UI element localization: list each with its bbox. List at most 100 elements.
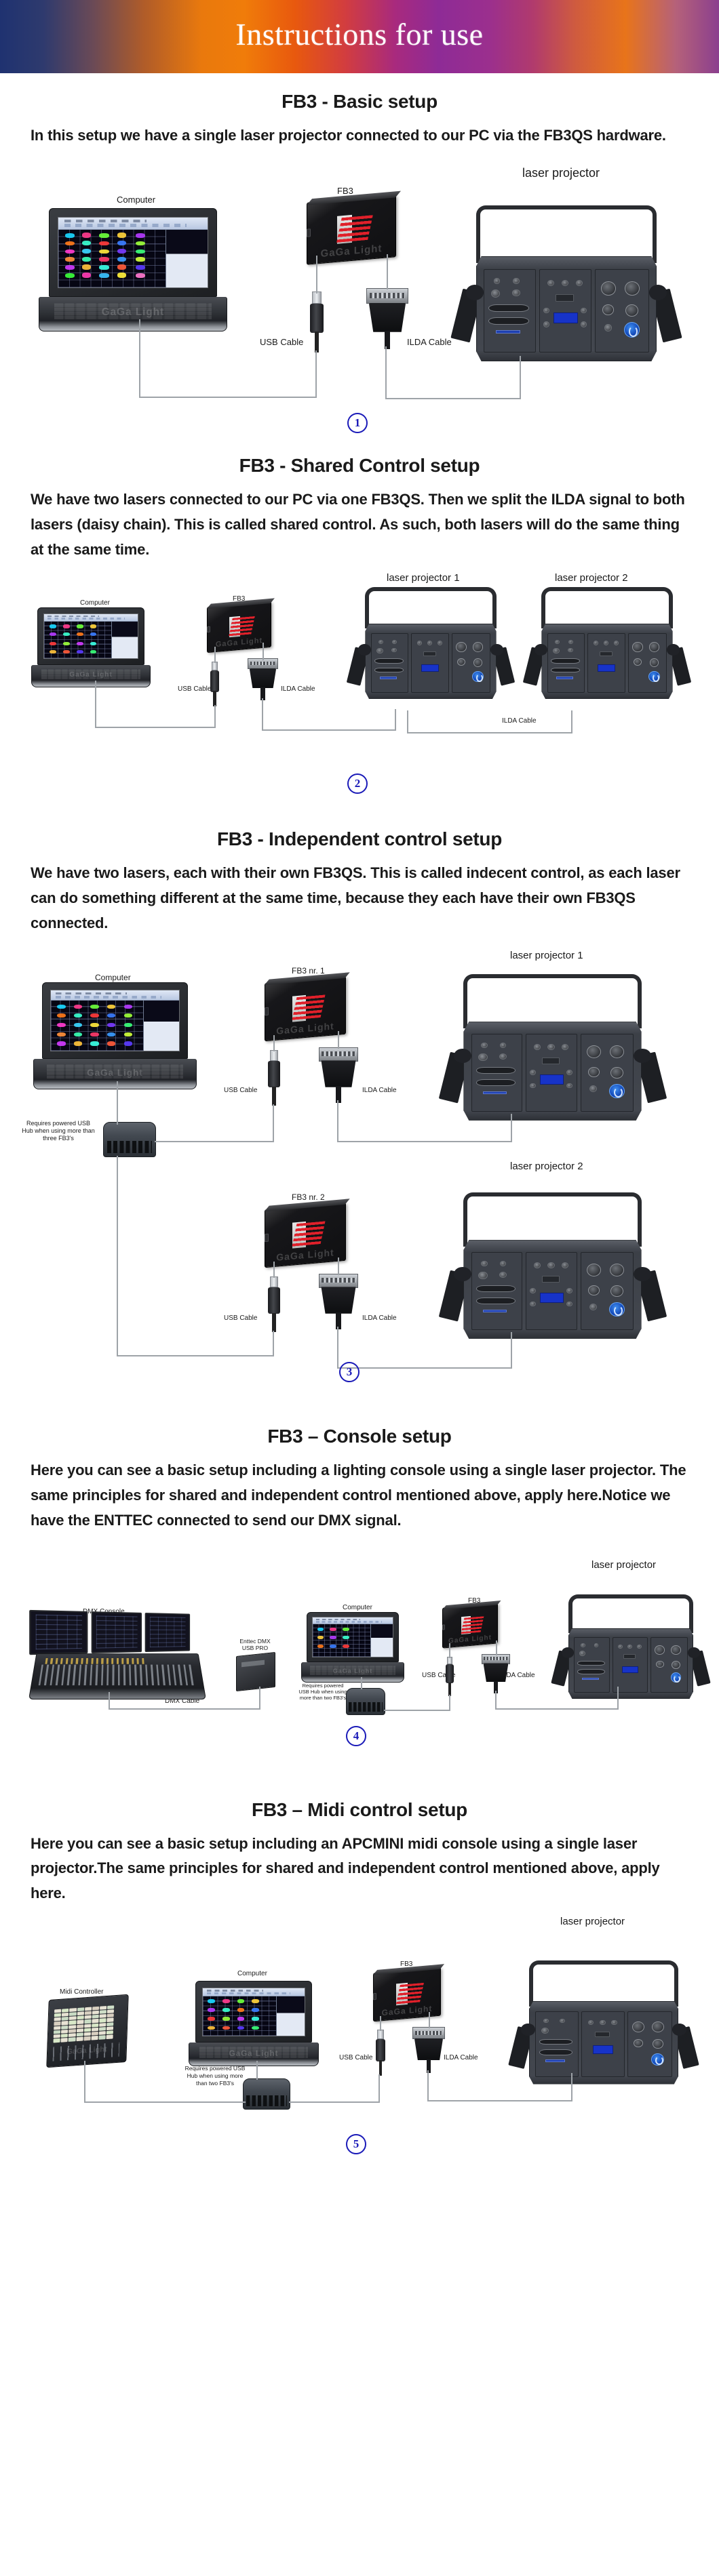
projector-housing: [475, 256, 657, 361]
wire-projector1-out: [407, 710, 408, 733]
label-usb-hub-note: Requires powered USB Hub when using more…: [22, 1119, 95, 1142]
console-monitor-2: [91, 1611, 142, 1653]
wire-midi-to-hub: [84, 2101, 246, 2104]
laser-projector: [551, 1594, 711, 1708]
wire-usb-1-down: [273, 1104, 274, 1142]
ilda-connector: [412, 2027, 445, 2074]
power-button[interactable]: [609, 1083, 625, 1099]
wire-ilda-to-projector: [495, 1708, 619, 1710]
dmx-in-connector: [586, 1045, 601, 1059]
label-computer: Computer: [237, 1970, 267, 1978]
laptop-lid: [49, 207, 217, 297]
console-fader-deck[interactable]: [28, 1653, 206, 1699]
dmx-out-connector: [609, 1045, 625, 1059]
label-usb-cable: USB Cable: [422, 1671, 456, 1679]
step-number-2: 2: [347, 773, 368, 794]
fb3-body: GaGa Light: [306, 190, 401, 265]
projector-yoke: [475, 205, 657, 268]
label-laser-projector-2: laser projector 2: [555, 571, 628, 584]
fb3-device: GaGa Light: [372, 1964, 445, 2022]
wire-computer-down: [139, 319, 140, 398]
wire-fb3-to-usb: [449, 1643, 450, 1658]
wire-fb3-2-to-ilda: [338, 1257, 339, 1275]
fb3-watermark: GaGa Light: [276, 1020, 334, 1037]
section-body-shared: We have two lasers connected to our PC v…: [31, 490, 685, 558]
midi-controller[interactable]: GaGa Light: [46, 1994, 129, 2068]
projector-panel-left: [484, 269, 536, 353]
diagram-basic-setup: laser projector Computer FB3 USB Cable I…: [0, 152, 719, 437]
wire-usb-down: [378, 2074, 380, 2104]
projector-lcd-display: [421, 664, 439, 672]
power-button[interactable]: [472, 670, 484, 683]
usb-connector: [209, 661, 220, 706]
label-fb3: FB3: [337, 185, 353, 196]
wire-fb3-to-ilda: [496, 1640, 497, 1655]
projector-lcd-display: [539, 1293, 564, 1303]
power-button[interactable]: [609, 1302, 625, 1317]
wire-dmx-cable: [109, 1708, 260, 1710]
wire-hub-to-usb: [289, 2101, 380, 2104]
wire-projector2-in: [571, 710, 572, 733]
wire-fb3-2-to-usb: [273, 1261, 275, 1278]
section-title-independent: FB3 - Independent control setup: [216, 828, 503, 849]
label-dmx-cable: DMX Cable: [165, 1697, 200, 1705]
power-button[interactable]: [670, 1672, 682, 1683]
label-ilda-cable: ILDA Cable: [281, 685, 315, 693]
fb3-device: GaGa Light: [206, 598, 275, 653]
label-usb-cable-1: USB Cable: [224, 1086, 258, 1094]
fb3-watermark: GaGa Light: [448, 1633, 492, 1645]
power-button[interactable]: [648, 670, 661, 683]
label-usb-cable: USB Cable: [178, 685, 212, 693]
software-cue-grid: [58, 229, 166, 287]
step-number-5: 5: [346, 2134, 366, 2155]
wire-fb3-to-usb: [214, 646, 216, 663]
fb3-device-2: GaGa Light: [264, 1198, 351, 1268]
usb-connector: [309, 291, 325, 353]
laptop-screen: [58, 217, 208, 288]
midi-pad-grid[interactable]: [53, 2005, 115, 2043]
key-switch: [602, 304, 615, 315]
power-button[interactable]: [651, 2053, 665, 2066]
page-title: Instructions for use: [235, 17, 484, 52]
projector-lcd-display: [539, 1074, 564, 1085]
laptop-computer: GaGa Light: [188, 1981, 319, 2067]
label-usb-hub-note: Requires powered USB Hub when using more…: [298, 1682, 347, 1702]
projector-lcd-display: [598, 664, 615, 672]
power-button[interactable]: [624, 322, 640, 338]
console-monitor-3: [144, 1612, 191, 1652]
fb3-device-1: GaGa Light: [264, 971, 351, 1041]
wire-fb3-to-usb: [316, 255, 317, 294]
dmx-out-connector: [624, 281, 640, 296]
label-ilda-cable-1: ILDA Cable: [362, 1086, 397, 1094]
diagram-midi-control: laser projector Midi Controller Computer…: [0, 1910, 719, 2196]
wire-computer-to-hub: [361, 1676, 362, 1689]
label-ilda-cable: ILDA Cable: [444, 2054, 478, 2062]
wire-fb3-to-ilda: [263, 642, 264, 660]
step-number-3: 3: [339, 1361, 360, 1382]
label-usb-cable-2: USB Cable: [224, 1314, 258, 1322]
fb3-watermark: GaGa Light: [381, 2003, 433, 2018]
section-console-setup: FB3 – Console setup Here you can see a b…: [0, 1426, 719, 1782]
wire-usb-down: [449, 1694, 450, 1711]
section-title-midi: FB3 – Midi control setup: [252, 1798, 467, 1820]
wire-ilda-down: [262, 698, 263, 731]
wire-ilda-to-projector1: [262, 729, 396, 731]
ilda-connector-2: [319, 1273, 358, 1329]
label-enttec: Enttec DMX USB PRO: [239, 1637, 271, 1652]
laptop-computer: GaGa Light: [39, 207, 227, 331]
section-shared-control: FB3 - Shared Control setup We have two l…: [0, 455, 719, 811]
section-independent-control: FB3 - Independent control setup We have …: [0, 828, 719, 1408]
power-connector: [625, 304, 639, 317]
fb3-watermark: GaGa Light: [215, 636, 263, 649]
wire-computer-to-usb: [139, 396, 317, 398]
wire-ilda-2-down: [337, 1326, 338, 1369]
section-basic-setup: FB3 - Basic setup In this setup we have …: [0, 91, 719, 437]
wire-ilda-down: [495, 1690, 497, 1710]
label-midi-controller: Midi Controller: [60, 1988, 104, 1996]
label-fb3: FB3: [468, 1596, 481, 1605]
label-usb-cable: USB Cable: [260, 336, 304, 347]
usb-connector-1: [267, 1049, 281, 1106]
label-computer: Computer: [80, 599, 110, 607]
console-monitors: [29, 1609, 191, 1655]
wire-projector-in: [617, 1686, 619, 1710]
